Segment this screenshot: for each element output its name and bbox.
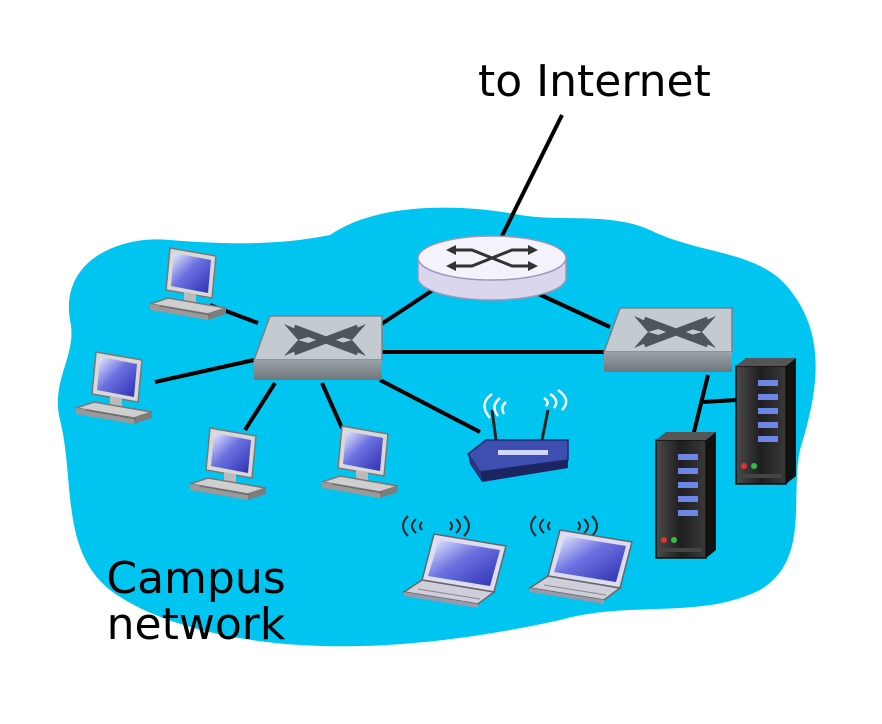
switch-icon xyxy=(254,316,382,380)
link-switch-desktop-4 xyxy=(320,382,344,429)
wifi-signal-icon xyxy=(483,388,568,419)
network-links xyxy=(154,114,737,441)
link-router-switch-right xyxy=(529,288,611,329)
campus-network-label: Campus network xyxy=(96,556,296,648)
link-switch-desktop-2 xyxy=(154,358,255,384)
server-icon xyxy=(735,357,797,485)
link-switch-server-2 xyxy=(702,398,737,404)
internet-label: to Internet xyxy=(478,56,711,107)
wireless-router-icon xyxy=(466,409,569,482)
router-icon xyxy=(417,235,567,301)
campus-label-line-1: Campus xyxy=(106,553,286,604)
link-switch-desktop-3 xyxy=(243,381,277,432)
link-switch-server-1 xyxy=(690,374,710,441)
server-icon xyxy=(655,431,717,559)
link-router-internet xyxy=(498,114,564,241)
switch-icon xyxy=(604,308,732,372)
campus-label-line-2: network xyxy=(106,599,286,650)
link-switch-wireless-router xyxy=(379,378,481,434)
